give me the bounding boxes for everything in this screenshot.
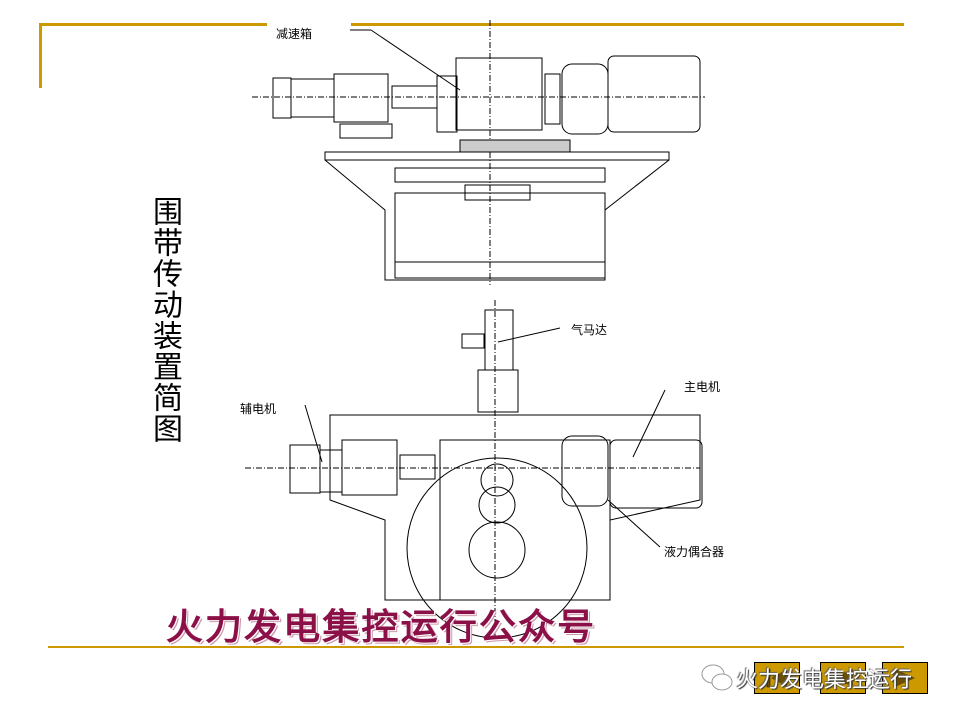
top-rule-left: [39, 23, 267, 26]
previous-slide-button[interactable]: [820, 662, 866, 694]
label-aux-motor: 辅电机: [240, 400, 277, 417]
next-slide-icon: [895, 669, 915, 687]
watermark-text: 火力发电集控运行公众号: [165, 606, 597, 648]
label-reducer: 减速箱: [276, 25, 313, 42]
top-view: [252, 20, 705, 285]
first-slide-button[interactable]: [754, 662, 800, 694]
wechat-icon: [701, 664, 733, 691]
slide-title: 围带传动装置简图: [147, 196, 182, 444]
first-slide-icon: [766, 668, 787, 688]
bottom-view: [245, 300, 703, 640]
label-fluid-coupling: 液力偶合器: [664, 543, 725, 560]
left-rule: [39, 23, 42, 88]
label-air-motor: 气马达: [571, 321, 608, 338]
bottom-rule: [48, 646, 904, 648]
next-slide-button[interactable]: [882, 662, 928, 694]
previous-slide-icon: [833, 669, 853, 687]
footer-watermark: 火力发电集控运行: [736, 668, 913, 693]
top-rule-right: [351, 23, 904, 26]
label-main-motor: 主电机: [684, 378, 721, 395]
